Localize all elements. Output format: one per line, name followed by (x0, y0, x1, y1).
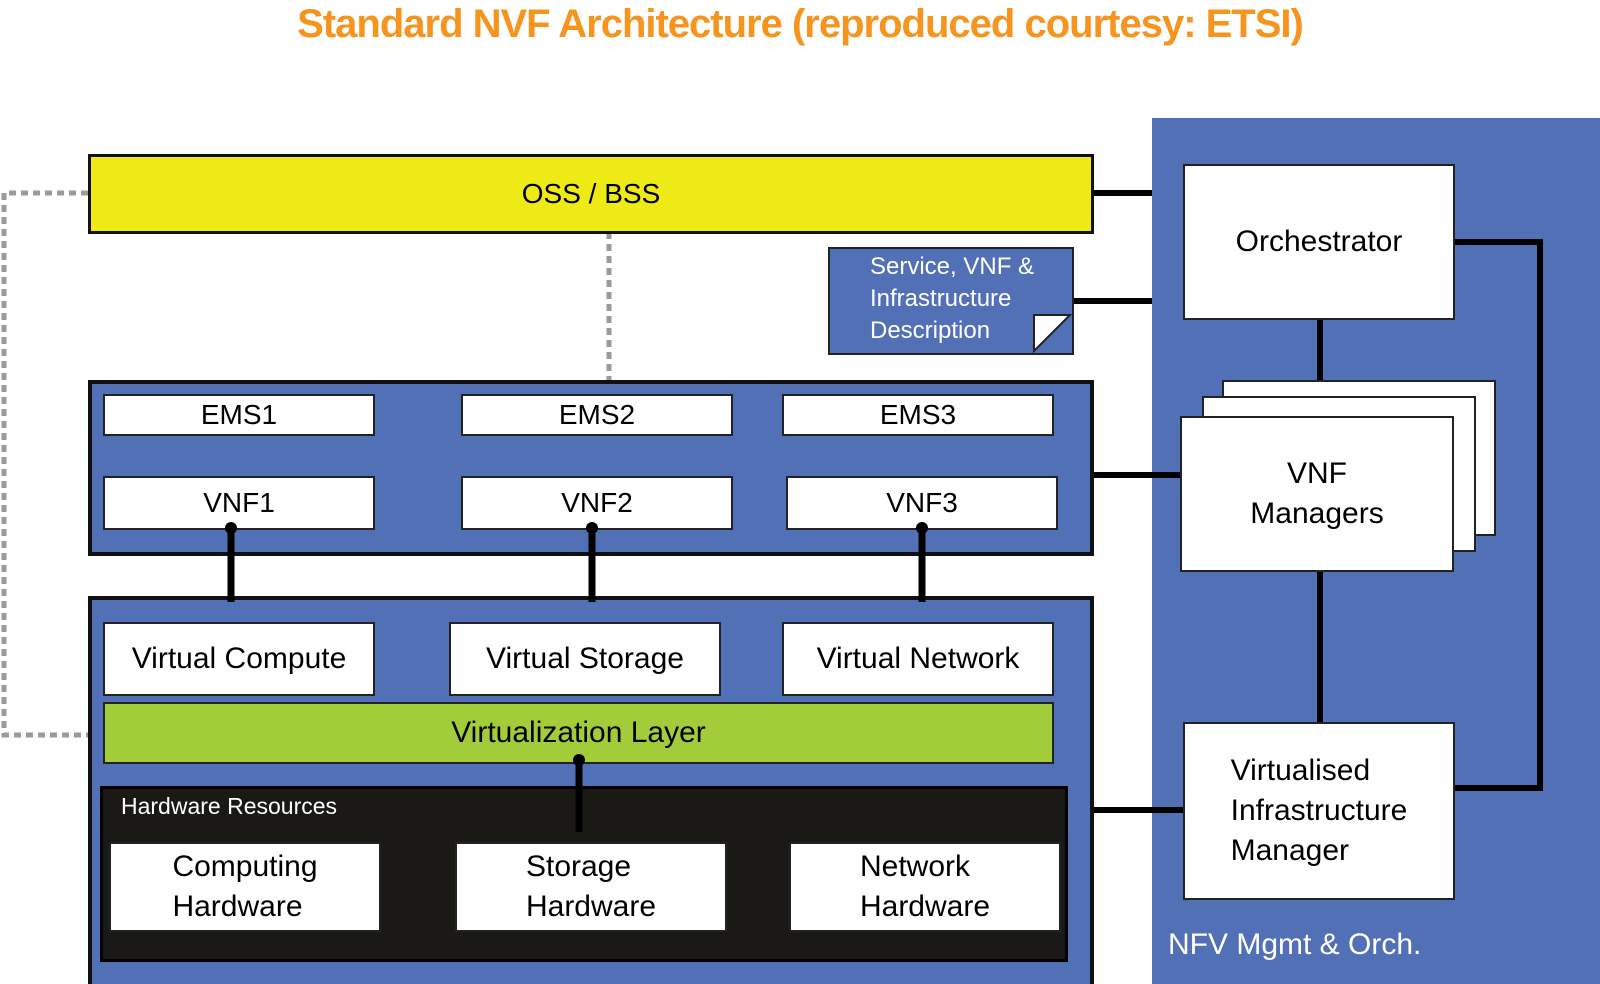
descriptor-text: Service, VNF & Infrastructure Descriptio… (870, 253, 1035, 344)
ems3-box: EMS3 (782, 394, 1054, 436)
virtual-network-box: Virtual Network (782, 622, 1054, 696)
oss-bss-box: OSS / BSS (88, 154, 1094, 234)
ems1-box: EMS1 (103, 394, 375, 436)
vnf-managers-box: VNF Managers (1180, 416, 1454, 572)
storage-hardware-box: Storage Hardware (455, 842, 727, 932)
hardware-resources-label: Hardware Resources (121, 793, 338, 819)
virtual-compute-label: Virtual Compute (131, 642, 347, 675)
oss-bss-label: OSS / BSS (521, 178, 661, 209)
storage-hardware-label: Storage Hardware (525, 850, 657, 923)
virtualization-layer-box: Virtualization Layer (103, 702, 1054, 764)
vnf2-label: VNF2 (561, 487, 633, 518)
diagram-title: Standard NVF Architecture (reproduced co… (297, 2, 1304, 46)
orchestrator-label: Orchestrator (1235, 225, 1403, 258)
vnf3-dot (916, 522, 928, 534)
network-hardware-box: Network Hardware (789, 842, 1061, 932)
vim-label: Virtualised Infrastructure Manager (1230, 754, 1408, 867)
vnf1-dot (225, 522, 237, 534)
virt-layer-dot (573, 754, 585, 766)
ems3-label: EMS3 (879, 399, 957, 430)
virtual-compute-box: Virtual Compute (103, 622, 375, 696)
virtual-network-label: Virtual Network (816, 642, 1020, 675)
computing-hardware-label: Computing Hardware (172, 850, 318, 923)
ems2-box: EMS2 (461, 394, 733, 436)
ems1-label: EMS1 (200, 399, 278, 430)
virtualization-layer-label: Virtualization Layer (451, 716, 706, 749)
nfv-mano-label: NFV Mgmt & Orch. (1168, 928, 1422, 961)
vnf1-box: VNF1 (103, 476, 375, 530)
vnf3-box: VNF3 (786, 476, 1058, 530)
virtual-storage-box: Virtual Storage (449, 622, 721, 696)
descriptor-doc: Service, VNF & Infrastructure Descriptio… (828, 247, 1074, 355)
orch-vim-bracket-line (1455, 239, 1543, 791)
computing-hardware-box: Computing Hardware (109, 842, 381, 932)
vnf2-dot (586, 522, 598, 534)
network-hardware-label: Network Hardware (859, 850, 991, 923)
oss-nfvi-dotted-line (1, 190, 88, 738)
vnf1-label: VNF1 (203, 487, 275, 518)
vnf3-label: VNF3 (886, 487, 958, 518)
vim-box: Virtualised Infrastructure Manager (1183, 722, 1455, 900)
vnf2-box: VNF2 (461, 476, 733, 530)
ems2-label: EMS2 (558, 399, 636, 430)
vnf-managers-label: VNF Managers (1250, 457, 1384, 530)
document-icon (1033, 314, 1073, 354)
virtual-storage-label: Virtual Storage (486, 642, 684, 675)
orchestrator-box: Orchestrator (1183, 164, 1455, 320)
